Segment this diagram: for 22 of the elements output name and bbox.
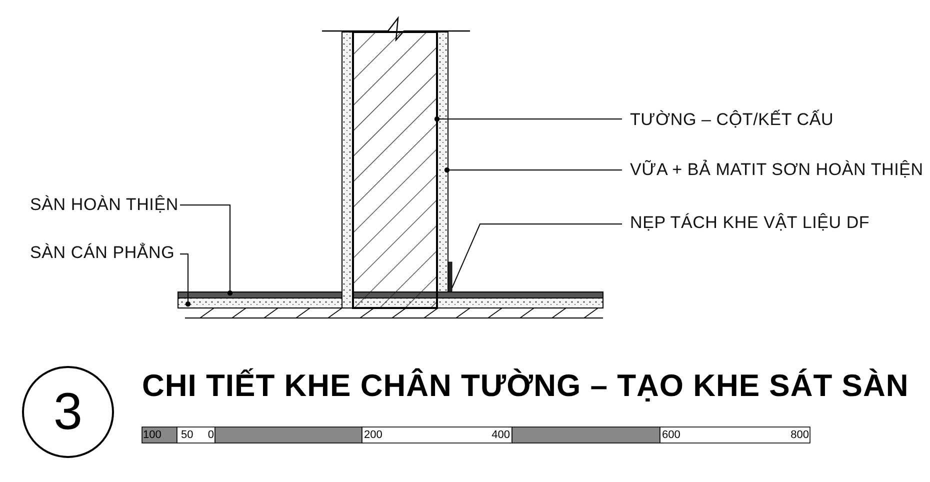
scale-number: 800 <box>790 428 809 442</box>
joint-strip <box>448 262 452 292</box>
detail-number: 3 <box>22 366 114 458</box>
callout-label: NẸP TÁCH KHE VẬT LIỆU DF <box>630 213 870 233</box>
scale-number: 600 <box>662 428 680 442</box>
leader-line <box>434 116 622 122</box>
callout-label: TƯỜNG – CỘT/KẾT CẤU <box>630 110 834 130</box>
scale-number: 0 <box>208 428 214 442</box>
leader-line <box>444 167 622 173</box>
scale-number: 200 <box>364 428 382 442</box>
scale-number: 100 <box>143 428 162 442</box>
plaster-layer <box>436 32 448 292</box>
leader-line <box>180 204 233 296</box>
scale-number: 50 <box>181 428 194 442</box>
leader-line <box>180 254 191 307</box>
scale-number: 400 <box>492 428 510 442</box>
wall-core <box>352 31 438 309</box>
callout-label: SÀN HOÀN THIỆN <box>30 195 178 215</box>
drawing-title: CHI TIẾT KHE CHÂN TƯỜNG – TẠO KHE SÁT SÀN <box>142 368 909 404</box>
plaster-layer <box>342 32 354 308</box>
callout-label: SÀN CÁN PHẲNG <box>30 243 175 263</box>
callout-label: VỮA + BẢ MATIT SƠN HOÀN THIỆN <box>630 160 924 180</box>
